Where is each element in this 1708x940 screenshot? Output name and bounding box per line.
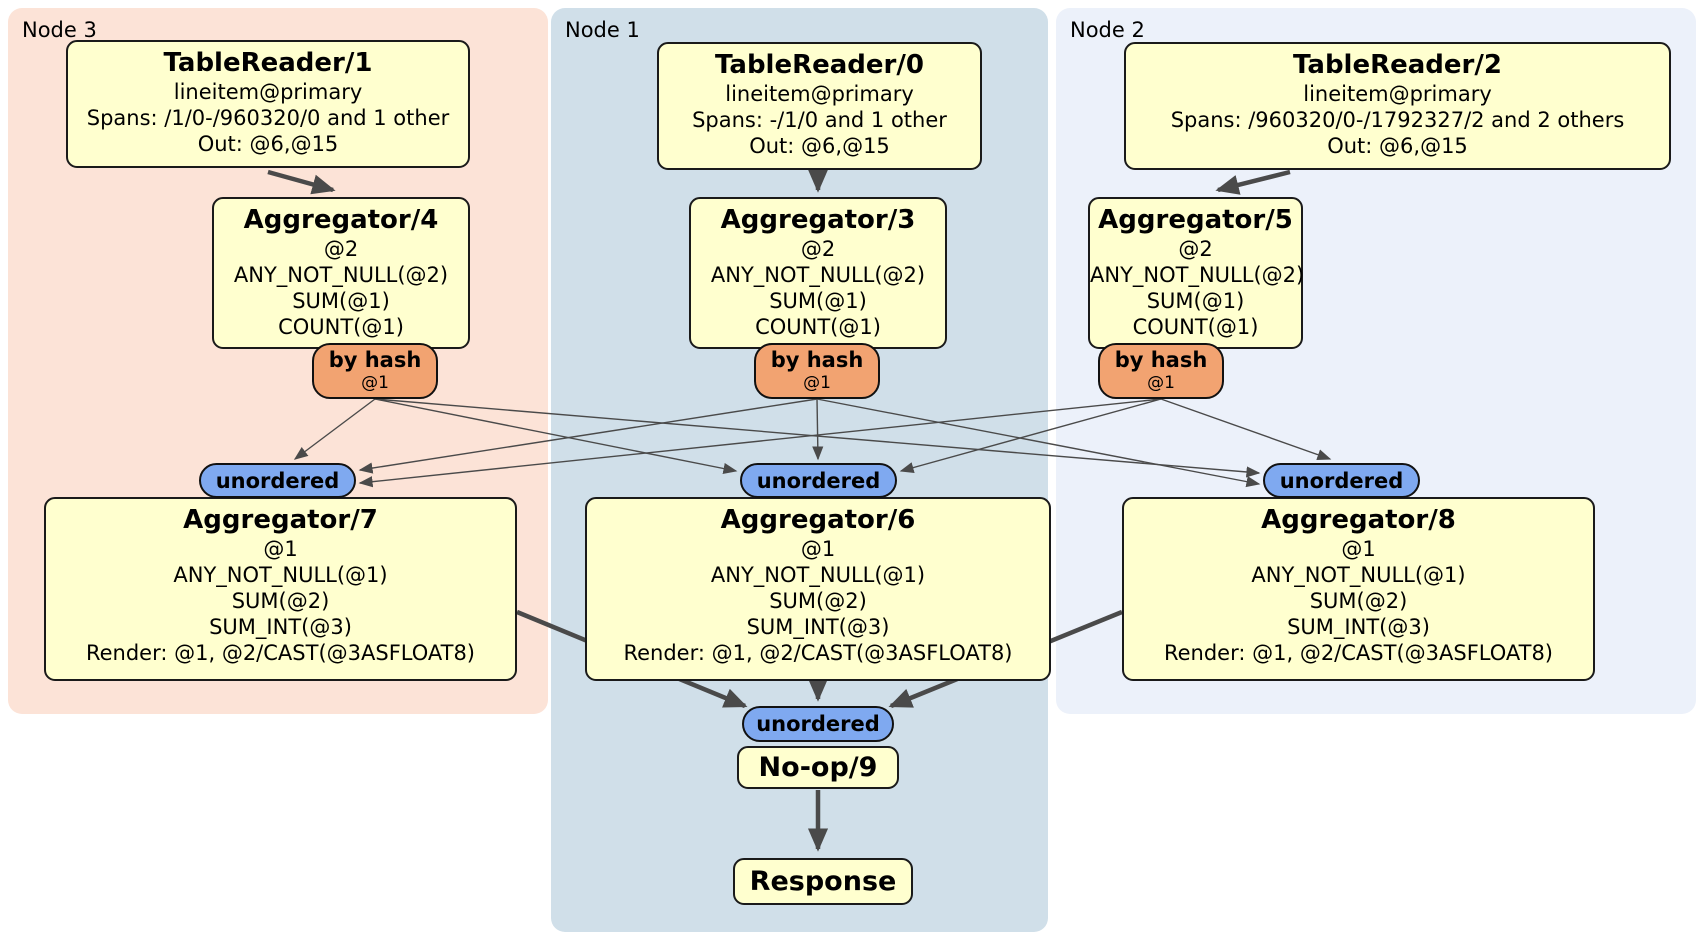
tablereader0-box: TableReader/0 lineitem@primary Spans: -/… (657, 42, 982, 170)
tablereader1-index: lineitem@primary (173, 80, 363, 104)
aggregator3-group: @2 (800, 237, 836, 261)
aggregator7-title: Aggregator/7 (183, 505, 378, 535)
tablereader0-spans: Spans: -/1/0 and 1 other (692, 108, 947, 132)
aggregator6-fn3: SUM_INT(@3) (746, 615, 890, 639)
tablereader0-index: lineitem@primary (725, 82, 914, 106)
edge-hash5-u7 (358, 398, 1162, 488)
noop-box: No-op/9 (737, 746, 899, 789)
aggregator5-fn2: SUM(@1) (1146, 289, 1245, 313)
aggregator6-fn2: SUM(@2) (769, 589, 867, 613)
router-detail: @1 (803, 373, 831, 393)
aggregator7-render: Render: @1, @2/CAST(@3ASFLOAT8) (85, 641, 476, 665)
tablereader2-box: TableReader/2 lineitem@primary Spans: /9… (1124, 42, 1671, 170)
aggregator4-box: Aggregator/4 @2 ANY_NOT_NULL(@2) SUM(@1)… (212, 197, 470, 349)
tablereader1-box: TableReader/1 lineitem@primary Spans: /1… (66, 40, 470, 168)
aggregator3-box: Aggregator/3 @2 ANY_NOT_NULL(@2) SUM(@1)… (689, 197, 947, 349)
aggregator4-fn3: COUNT(@1) (278, 315, 404, 339)
aggregator4-group: @2 (323, 237, 359, 261)
tablereader2-spans: Spans: /960320/0-/1792327/2 and 2 others (1170, 108, 1625, 132)
aggregator7-fn2: SUM(@2) (231, 589, 330, 613)
aggregator8-fn2: SUM(@2) (1309, 589, 1408, 613)
tablereader2-title: TableReader/2 (1293, 50, 1502, 80)
tablereader2-index: lineitem@primary (1303, 82, 1492, 106)
tablereader1-title: TableReader/1 (163, 48, 373, 78)
node3-label: Node 3 (22, 18, 97, 42)
edge-hash4-u6 (374, 398, 738, 475)
router-label: by hash (770, 348, 864, 372)
router-label: by hash (328, 348, 422, 372)
edge-hash4-u7 (293, 398, 376, 460)
edge-hash5-u6 (899, 398, 1162, 474)
aggregator3-fn1: ANY_NOT_NULL(@2) (710, 263, 926, 287)
aggregator5-fn3: COUNT(@1) (1132, 315, 1259, 339)
router-by-hash-node3: by hash @1 (312, 343, 438, 399)
stream-unordered-final: unordered (742, 706, 894, 742)
edge-hash3-u6 (812, 398, 824, 461)
aggregator4-title: Aggregator/4 (243, 205, 439, 235)
aggregator4-fn2: SUM(@1) (292, 289, 390, 313)
edge-hash5-u8 (1160, 398, 1332, 461)
aggregator5-group: @2 (1178, 237, 1213, 261)
aggregator3-fn3: COUNT(@1) (755, 315, 881, 339)
stream-unordered-node3: unordered (199, 463, 356, 498)
stream-label: unordered (215, 469, 340, 493)
router-by-hash-node1: by hash @1 (754, 343, 880, 399)
tablereader0-title: TableReader/0 (715, 50, 924, 80)
stream-label: unordered (1279, 469, 1404, 493)
aggregator7-fn3: SUM_INT(@3) (209, 615, 352, 639)
stream-label: unordered (756, 712, 880, 736)
aggregator8-group: @1 (1341, 537, 1376, 561)
aggregator6-fn1: ANY_NOT_NULL(@1) (710, 563, 926, 587)
aggregator3-fn2: SUM(@1) (769, 289, 867, 313)
stream-label: unordered (756, 469, 881, 493)
tablereader1-spans: Spans: /1/0-/960320/0 and 1 other (86, 106, 450, 130)
router-detail: @1 (361, 373, 389, 393)
aggregator8-fn3: SUM_INT(@3) (1287, 615, 1430, 639)
node1-label: Node 1 (565, 18, 640, 42)
aggregator8-fn1: ANY_NOT_NULL(@1) (1251, 563, 1466, 587)
edge-tr2-agg5 (1215, 169, 1291, 195)
tablereader1-out: Out: @6,@15 (197, 132, 339, 156)
aggregator5-box: Aggregator/5 @2 ANY_NOT_NULL(@2) SUM(@1)… (1088, 197, 1305, 349)
aggregator7-fn1: ANY_NOT_NULL(@1) (173, 563, 388, 587)
aggregator5-title: Aggregator/5 (1098, 205, 1293, 235)
aggregator8-title: Aggregator/8 (1261, 505, 1456, 535)
stream-unordered-node1: unordered (740, 463, 897, 498)
aggregator4-fn1: ANY_NOT_NULL(@2) (233, 263, 449, 287)
aggregator7-box: Aggregator/7 @1 ANY_NOT_NULL(@1) SUM(@2)… (44, 497, 517, 681)
node2-label: Node 2 (1070, 18, 1145, 42)
tablereader0-out: Out: @6,@15 (749, 134, 890, 158)
edge-hash3-u8 (816, 398, 1261, 488)
router-detail: @1 (1147, 373, 1175, 393)
aggregator6-group: @1 (800, 537, 836, 561)
aggregator8-box: Aggregator/8 @1 ANY_NOT_NULL(@1) SUM(@2)… (1122, 497, 1595, 681)
aggregator8-render: Render: @1, @2/CAST(@3ASFLOAT8) (1163, 641, 1554, 665)
router-by-hash-node2: by hash @1 (1098, 343, 1224, 399)
aggregator6-title: Aggregator/6 (720, 505, 916, 535)
aggregator3-title: Aggregator/3 (720, 205, 916, 235)
edge-tr1-agg4 (267, 169, 336, 195)
router-label: by hash (1114, 348, 1208, 372)
aggregator6-box: Aggregator/6 @1 ANY_NOT_NULL(@1) SUM(@2)… (585, 497, 1051, 681)
tablereader2-out: Out: @6,@15 (1327, 134, 1468, 158)
response-box: Response (733, 858, 913, 905)
stream-unordered-node2: unordered (1263, 463, 1420, 498)
response-title: Response (749, 865, 897, 897)
aggregator5-fn1: ANY_NOT_NULL(@2) (1090, 263, 1305, 287)
aggregator7-group: @1 (263, 537, 298, 561)
edge-hash3-u7 (358, 398, 818, 474)
noop-title: No-op/9 (758, 751, 878, 783)
aggregator6-render: Render: @1, @2/CAST(@3ASFLOAT8) (623, 641, 1013, 665)
